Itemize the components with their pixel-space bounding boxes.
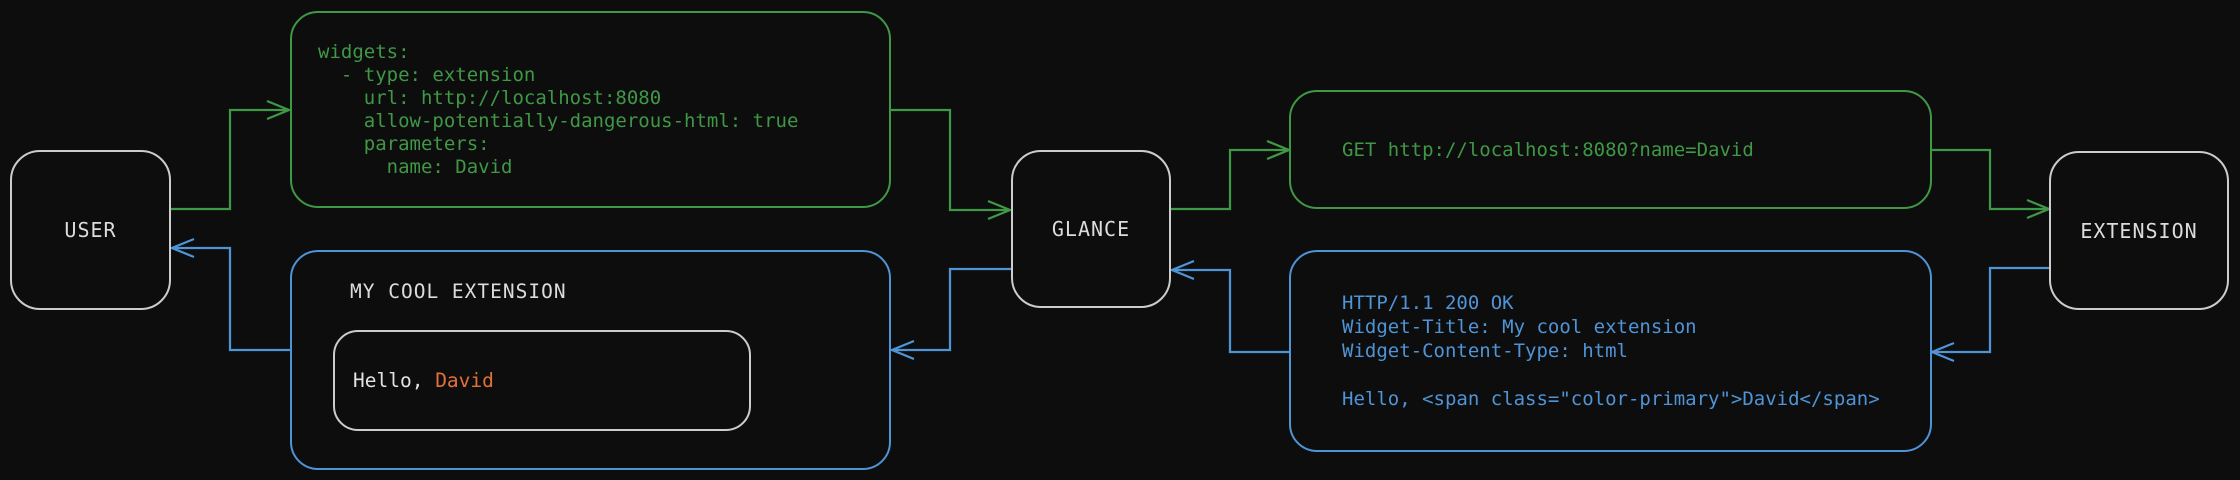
node-glance-label: GLANCE xyxy=(1051,217,1131,241)
arrowhead-glance-to-widget xyxy=(889,339,915,361)
arrowhead-widget-to-user xyxy=(169,237,195,259)
response-flow xyxy=(169,237,2049,363)
http-response-code: HTTP/1.1 200 OK Widget-Title: My cool ex… xyxy=(1342,292,1880,410)
greeting-prefix: Hello, xyxy=(353,369,436,392)
arrow-extension-to-response xyxy=(1932,266,2049,354)
arrow-config-to-glance xyxy=(891,108,1010,212)
http-request-box: GET http://localhost:8080?name=David xyxy=(1289,90,1932,209)
config-yaml-code: widgets: - type: extension url: http://l… xyxy=(318,40,799,178)
widget-greeting-card: Hello, David xyxy=(333,330,751,431)
arrow-request-to-extension xyxy=(1932,148,2049,211)
widget-preview-title: MY COOL EXTENSION xyxy=(350,280,567,303)
arrow-widget-to-user xyxy=(172,246,290,352)
node-glance: GLANCE xyxy=(1011,150,1171,308)
node-extension: EXTENSION xyxy=(2049,151,2229,310)
arrowhead-response-to-glance xyxy=(1169,259,1195,281)
node-user-label: USER xyxy=(64,218,117,242)
http-request-code: GET http://localhost:8080?name=David xyxy=(1342,138,1754,161)
node-extension-label: EXTENSION xyxy=(2080,218,2198,243)
http-response-box: HTTP/1.1 200 OK Widget-Title: My cool ex… xyxy=(1289,250,1932,452)
widget-greeting-text: Hello, David xyxy=(335,369,494,392)
arrowhead-config-to-glance xyxy=(987,199,1013,221)
greeting-name: David xyxy=(435,369,494,392)
node-user: USER xyxy=(10,150,171,310)
arrowhead-user-to-config xyxy=(266,99,292,121)
arrow-user-to-config xyxy=(171,108,289,211)
arrow-response-to-glance xyxy=(1172,268,1289,354)
arrowhead-extension-to-response xyxy=(1929,341,1955,363)
arrow-glance-to-widget xyxy=(892,267,1011,352)
config-yaml-box: widgets: - type: extension url: http://l… xyxy=(290,11,891,208)
widget-preview-box: MY COOL EXTENSION Hello, David xyxy=(290,250,891,470)
arrow-glance-to-request xyxy=(1171,148,1289,211)
